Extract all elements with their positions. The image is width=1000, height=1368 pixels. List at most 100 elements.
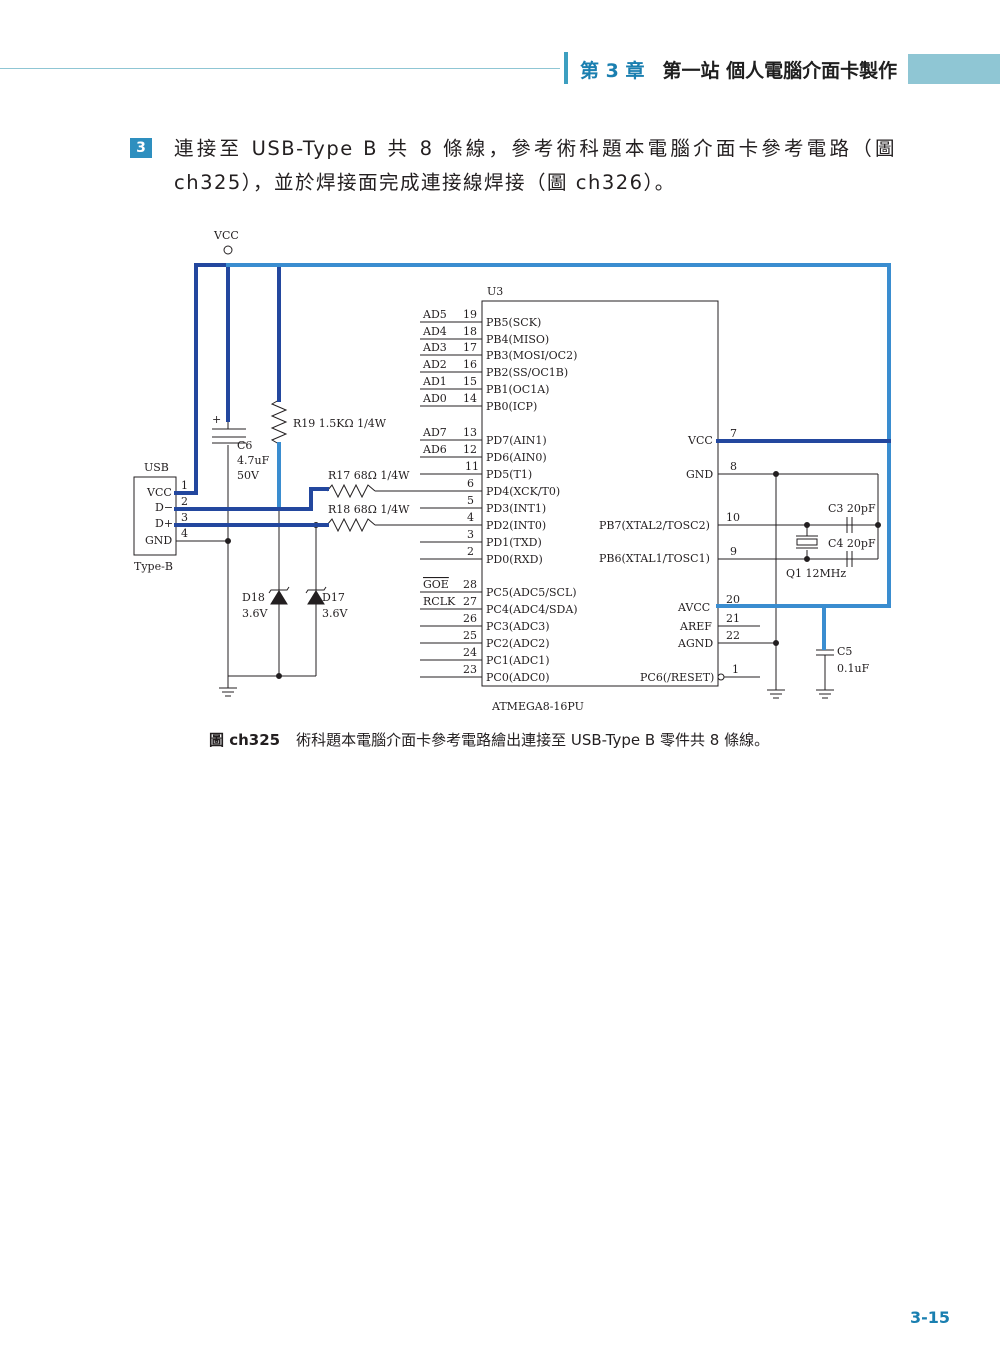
pin-name: PB1(OC1A) xyxy=(486,383,549,396)
pin-name: AVCC xyxy=(677,601,710,614)
chapter-number: 第 3 章 xyxy=(580,60,645,82)
c3-label: C3 20pF xyxy=(828,502,876,515)
usb-pin-dplus: D+ xyxy=(155,517,173,530)
usb-pin-vcc: VCC xyxy=(146,486,172,499)
chip-left-pins: AD5 19 PB5(SCK) AD4 18 PB4(MISO) AD3 17 … xyxy=(422,308,578,684)
pin-name: PC3(ADC3) xyxy=(486,620,550,633)
pin-number: 22 xyxy=(726,629,740,642)
d18-diode xyxy=(270,590,288,605)
step-line-1: 連接至 USB-Type B 共 8 條線，參考術科題本電腦介面卡參考電路（圖 xyxy=(174,137,896,160)
pin-net: GOE xyxy=(423,578,449,591)
atmega8-chip xyxy=(481,300,719,687)
d17-diode xyxy=(307,590,325,605)
usb-pin-num: 1 xyxy=(181,479,188,492)
wire-d-minus xyxy=(174,487,329,511)
pin-net: AD7 xyxy=(422,426,447,439)
figure-caption: 圖 ch325 術科題本電腦介面卡參考電路繪出連接至 USB-Type B 零件共… xyxy=(209,729,769,750)
pin-name: AREF xyxy=(679,620,712,633)
pin-number: 9 xyxy=(730,545,737,558)
pin-number: 25 xyxy=(463,629,477,642)
pin-name: PB7(XTAL2/TOSC2) xyxy=(599,519,710,532)
pin-number: 6 xyxy=(467,477,474,490)
step-paragraph: 連接至 USB-Type B 共 8 條線，參考術科題本電腦介面卡參考電路（圖 … xyxy=(174,132,896,200)
pin-name: PB4(MISO) xyxy=(486,333,549,346)
pin-name: PC0(ADC0) xyxy=(486,671,550,684)
c5-value: 0.1uF xyxy=(837,662,870,675)
header-rule xyxy=(0,68,560,69)
figure-caption-text: 術科題本電腦介面卡參考電路繪出連接至 USB-Type B 零件共 8 條線。 xyxy=(296,731,770,749)
usb-pin-num: 4 xyxy=(181,527,188,540)
d17-value: 3.6V xyxy=(322,607,348,620)
circuit-schematic: VCC USB Type-B VCC D− D+ GND 1 2 3 4 + C… xyxy=(133,229,891,713)
header-block xyxy=(908,54,1000,84)
d17-ref: D17 xyxy=(322,591,345,604)
usb-connector xyxy=(133,476,177,556)
pin-number: 15 xyxy=(463,375,477,388)
ground-symbol xyxy=(816,689,834,699)
pin-name: PB3(MOSI/OC2) xyxy=(486,349,577,362)
chapter-header: 第 3 章第一站 個人電腦介面卡製作 xyxy=(580,56,897,83)
pin-name: PD7(AIN1) xyxy=(486,434,547,447)
pin-number: 23 xyxy=(463,663,477,676)
pin-net: AD1 xyxy=(422,375,447,388)
header-accent-bar xyxy=(564,52,568,84)
pin-name: VCC xyxy=(687,434,713,447)
pin-number: 1 xyxy=(732,663,739,676)
step-line-2: ch325），並於焊接面完成連接線焊接（圖 ch326）。 xyxy=(174,171,676,194)
pin-number: 8 xyxy=(730,460,737,473)
pin-net: AD0 xyxy=(422,392,447,405)
q1-label: Q1 12MHz xyxy=(786,567,846,580)
pin-number: 7 xyxy=(730,427,737,440)
chip-ref: U3 xyxy=(487,285,503,298)
pin-number: 28 xyxy=(463,578,477,591)
pin-name: PD1(TXD) xyxy=(486,536,542,549)
pin-number: 5 xyxy=(467,494,474,507)
pin-name: PD4(XCK/T0) xyxy=(486,485,560,498)
pin-number: 12 xyxy=(463,443,477,456)
pin-name: PC4(ADC4/SDA) xyxy=(486,603,578,616)
pin-number: 16 xyxy=(463,358,477,371)
pin-number: 24 xyxy=(463,646,477,659)
pin-name: PC1(ADC1) xyxy=(486,654,550,667)
c6-plus: + xyxy=(212,413,221,426)
c6-voltage: 50V xyxy=(237,469,260,482)
pin-name: PB2(SS/OC1B) xyxy=(486,366,568,379)
pin-net: AD4 xyxy=(422,325,447,338)
chip-right-pins: 7 VCC 8 GND 10 PB7(XTAL2/TOSC2) 9 PB6(XT… xyxy=(599,427,740,684)
pin-name: PC6(/RESET) xyxy=(640,671,714,684)
pin-number: 21 xyxy=(726,612,740,625)
r19-label: R19 1.5KΩ 1/4W xyxy=(293,417,387,430)
c6-value: 4.7uF xyxy=(237,454,270,467)
usb-pin-dminus: D− xyxy=(155,501,173,514)
pin-number: 4 xyxy=(467,511,474,524)
ground-symbol xyxy=(219,687,237,697)
usb-type-label: Type-B xyxy=(134,560,173,573)
pin-name: PC5(ADC5/SCL) xyxy=(486,586,577,599)
pin-name: PD2(INT0) xyxy=(486,519,546,532)
chip-part: ATMEGA8-16PU xyxy=(491,700,584,713)
pin-number: 26 xyxy=(463,612,477,625)
page-number: 3-15 xyxy=(910,1308,951,1327)
pin-number: 14 xyxy=(463,392,477,405)
pin-net: AD2 xyxy=(422,358,447,371)
figure-number: 圖 ch325 xyxy=(209,731,281,749)
step-badge: 3 xyxy=(130,138,152,158)
pin-net: RCLK xyxy=(423,595,456,608)
pin-number: 10 xyxy=(726,511,740,524)
pin-name: PD0(RXD) xyxy=(486,553,543,566)
vcc-terminal xyxy=(223,245,233,255)
d18-ref: D18 xyxy=(242,591,265,604)
pin-number: 17 xyxy=(463,341,477,354)
pin-number: 18 xyxy=(463,325,477,338)
wire-vcc xyxy=(194,263,230,495)
d18-value: 3.6V xyxy=(242,607,268,620)
ground-symbol xyxy=(767,689,785,699)
r18-label: R18 68Ω 1/4W xyxy=(328,503,410,516)
pin-name: AGND xyxy=(677,637,713,650)
pin-number: 2 xyxy=(467,545,474,558)
pin-number: 3 xyxy=(467,528,474,541)
pin-name: PB0(ICP) xyxy=(486,400,537,413)
pin-name: PD6(AIN0) xyxy=(486,451,547,464)
pin-number: 19 xyxy=(463,308,477,321)
pin-name: PB6(XTAL1/TOSC1) xyxy=(599,552,710,565)
